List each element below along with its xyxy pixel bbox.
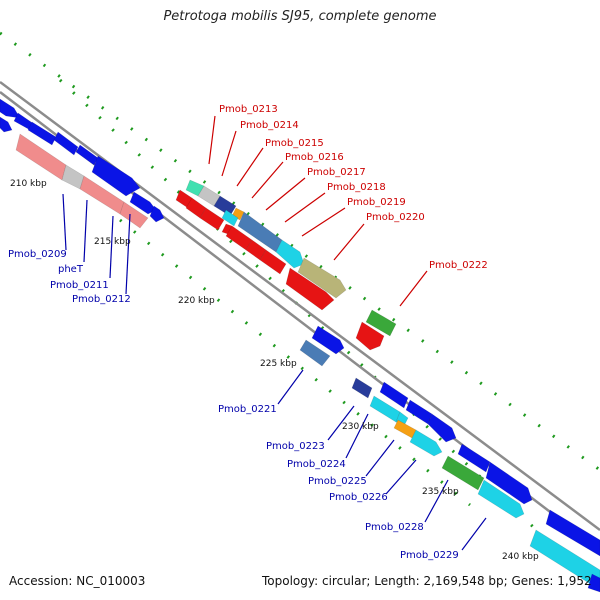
gene-feature-block[interactable]	[0, 116, 13, 133]
gene-label[interactable]: Pmob_0213	[219, 104, 278, 115]
gene-label[interactable]: Pmob_0211	[50, 280, 109, 291]
gene-feature-block[interactable]	[379, 381, 409, 409]
gene-feature-block[interactable]	[299, 339, 331, 367]
gene-feature-block[interactable]	[355, 321, 385, 351]
gene-label[interactable]: Pmob_0229	[400, 550, 459, 561]
kbp-label: 210 kbp	[10, 179, 47, 189]
gene-feature-block[interactable]	[529, 529, 600, 591]
gene-feature-block[interactable]	[75, 144, 99, 166]
gene-label[interactable]: Pmob_0218	[327, 182, 386, 193]
gene-feature-block[interactable]	[351, 377, 373, 399]
gene-label[interactable]: Pmob_0223	[266, 441, 325, 452]
gene-feature-block[interactable]	[285, 267, 335, 311]
gene-feature-block[interactable]	[365, 309, 397, 337]
gene-feature-block[interactable]	[221, 209, 239, 227]
gene-feature-block[interactable]	[61, 164, 85, 190]
gene-label[interactable]: Pmob_0221	[218, 404, 277, 415]
gene-label[interactable]: Pmob_0226	[329, 492, 388, 503]
gene-label[interactable]: Pmob_0225	[308, 476, 367, 487]
gene-feature-block[interactable]	[297, 257, 347, 299]
gene-feature-block[interactable]	[275, 239, 305, 269]
gene-label[interactable]: Pmob_0222	[429, 260, 488, 271]
gene-label[interactable]: Pmob_0219	[347, 197, 406, 208]
gene-feature-block[interactable]	[587, 573, 600, 593]
kbp-label: 240 kbp	[502, 552, 539, 562]
kbp-label: 230 kbp	[342, 422, 379, 432]
kbp-label: 220 kbp	[178, 296, 215, 306]
gene-feature-block[interactable]	[477, 479, 525, 519]
accession-text: Accession: NC_010003	[9, 574, 146, 588]
gene-feature-block[interactable]	[91, 155, 141, 197]
gene-feature-block[interactable]	[119, 201, 149, 229]
gene-feature-block[interactable]	[0, 98, 21, 119]
gene-label[interactable]: Pmob_0215	[265, 138, 324, 149]
feature-track	[0, 98, 600, 593]
gene-label[interactable]: pheT	[58, 264, 84, 275]
kbp-label: 235 kbp	[422, 487, 459, 497]
gene-feature-block[interactable]	[311, 325, 345, 355]
gene-feature-block[interactable]	[199, 207, 225, 231]
gene-feature-block[interactable]	[259, 249, 287, 275]
gene-feature-block[interactable]	[409, 429, 443, 457]
gene-feature-block[interactable]	[441, 455, 485, 491]
lower-gene-labels: Pmob_0209 pheT Pmob_0211 Pmob_0212 Pmob_…	[8, 249, 459, 561]
gene-feature-block[interactable]	[53, 131, 79, 156]
gene-feature-block[interactable]	[427, 413, 457, 443]
lower-leaders	[62, 193, 487, 551]
gene-label[interactable]: Pmob_0214	[240, 120, 299, 131]
gene-feature-block[interactable]	[149, 205, 165, 223]
upper-gene-labels: Pmob_0213 Pmob_0214 Pmob_0215 Pmob_0216 …	[219, 104, 488, 271]
kbp-label: 215 kbp	[94, 237, 131, 247]
outer-dotted-ring	[0, 31, 600, 472]
gene-feature-block[interactable]	[485, 461, 533, 505]
gene-feature-block[interactable]	[27, 121, 57, 146]
gene-label[interactable]: Pmob_0228	[365, 522, 424, 533]
map-title: Petrotoga mobilis SJ95, complete genome	[163, 9, 437, 24]
gene-label[interactable]: Pmob_0216	[285, 152, 344, 163]
gene-label[interactable]: Pmob_0224	[287, 459, 346, 470]
upper-leaders	[208, 115, 428, 307]
gene-label[interactable]: Pmob_0217	[307, 167, 366, 178]
gene-label[interactable]: Pmob_0212	[72, 294, 131, 305]
kbp-label: 225 kbp	[260, 359, 297, 369]
gene-label[interactable]: Pmob_0209	[8, 249, 67, 260]
gene-feature-block[interactable]	[457, 443, 491, 473]
gene-label[interactable]: Pmob_0220	[366, 212, 425, 223]
gene-feature-block[interactable]	[405, 399, 433, 425]
gene-feature-block[interactable]	[545, 509, 600, 557]
genome-summary: Topology: circular; Length: 2,169,548 bp…	[262, 574, 592, 588]
